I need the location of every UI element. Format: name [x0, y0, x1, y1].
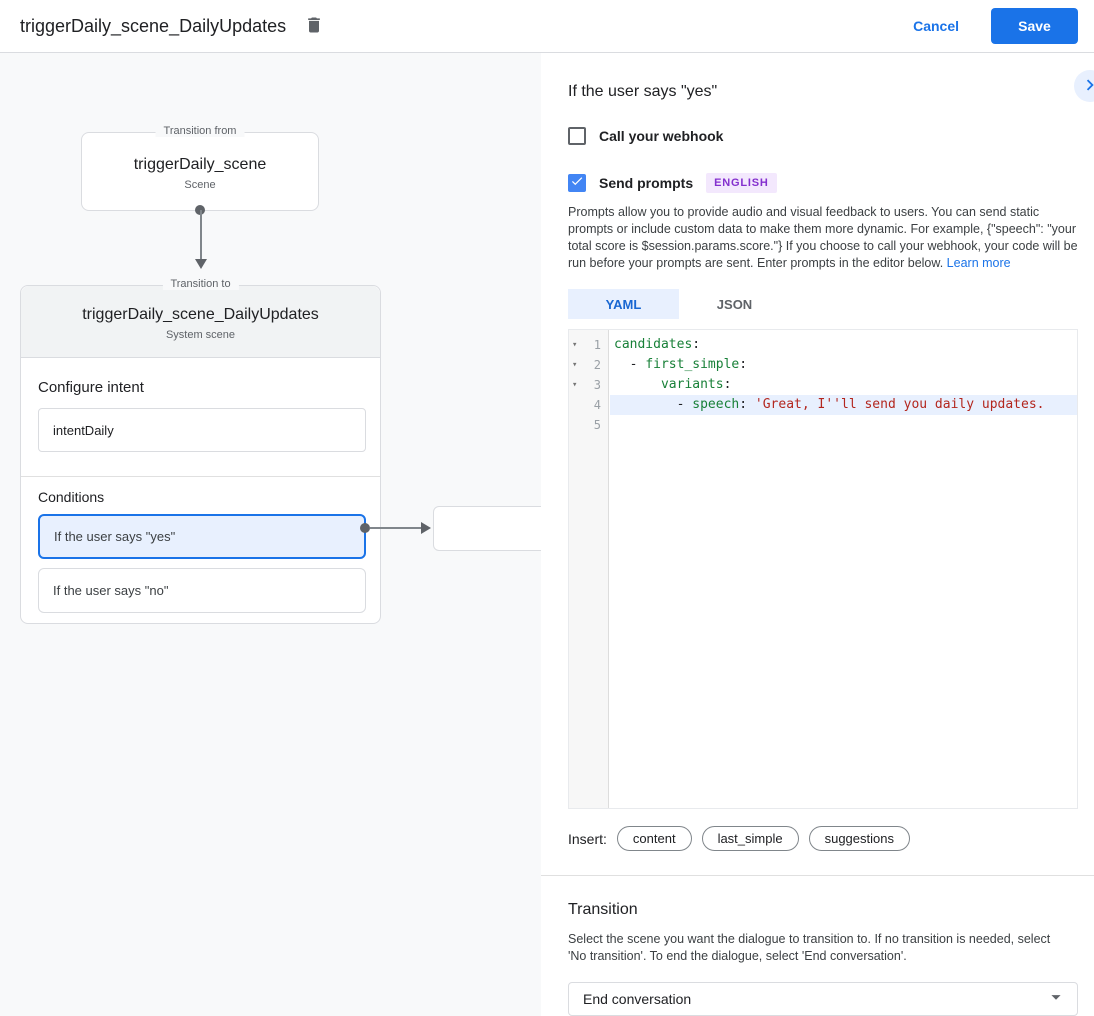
language-badge: ENGLISH [706, 173, 777, 193]
to-scene-header: triggerDaily_scene_DailyUpdates System s… [21, 286, 380, 358]
section-divider [541, 875, 1094, 876]
condition-title: If the user says "yes" [568, 83, 718, 100]
line-number: 4 [593, 398, 601, 412]
configure-intent-section: Configure intent intentDaily [21, 358, 380, 477]
delete-scene-button[interactable] [304, 15, 324, 38]
to-scene-name: triggerDaily_scene_DailyUpdates [82, 306, 319, 323]
conditions-section: Conditions If the user says "yes" If the… [21, 477, 380, 613]
send-prompts-checkbox[interactable] [568, 174, 586, 192]
arrowhead-right-icon [421, 522, 431, 534]
line-number: 1 [593, 338, 601, 352]
fold-icon[interactable]: ▾ [572, 360, 578, 370]
connector-line-vertical [200, 210, 202, 260]
code-line-active: 4 - speech: 'Great, I''ll send you daily… [569, 395, 1077, 415]
transition-from-legend: Transition from [155, 125, 245, 137]
line-number: 3 [593, 378, 601, 392]
transition-dropdown-value: End conversation [583, 991, 692, 1007]
send-prompts-label: Send prompts [599, 175, 694, 191]
insert-chip-content[interactable]: content [616, 826, 692, 851]
arrowhead-down-icon [195, 259, 207, 269]
editor-format-tabs: YAML JSON [568, 289, 1078, 319]
editor-gutter [569, 330, 609, 808]
configure-intent-label: Configure intent [38, 379, 144, 396]
page-title: triggerDaily_scene_DailyUpdates [20, 15, 287, 36]
checkmark-icon [570, 174, 584, 193]
transition-from-box[interactable]: Transition from triggerDaily_scene Scene [81, 125, 319, 211]
tab-json[interactable]: JSON [716, 296, 753, 312]
transition-title: Transition [568, 901, 638, 918]
insert-chip-last-simple[interactable]: last_simple [701, 826, 799, 851]
prompt-code-editor[interactable]: ▾1 candidates: ▾2 - first_simple: ▾3 var… [568, 329, 1078, 809]
fold-icon[interactable]: ▾ [572, 380, 578, 390]
condition-editor-panel: If the user says "yes" Call your webhook… [541, 53, 1094, 1016]
learn-more-link[interactable]: Learn more [946, 256, 1011, 270]
condition-target-box[interactable] [433, 506, 541, 551]
save-button[interactable]: Save [991, 8, 1078, 44]
transition-to-card[interactable]: Transition to triggerDaily_scene_DailyUp… [20, 278, 381, 624]
insert-row: Insert: content last_simple suggestions [568, 826, 1078, 851]
prompts-description-text: Prompts allow you to provide audio and v… [568, 205, 1078, 270]
dropdown-arrow-icon [1045, 986, 1067, 1013]
cancel-button[interactable]: Cancel [913, 18, 959, 34]
transition-description: Select the scene you want the dialogue t… [568, 932, 1051, 963]
insert-chip-suggestions[interactable]: suggestions [808, 826, 910, 851]
conditions-label: Conditions [38, 489, 105, 505]
collapse-panel-button[interactable] [1074, 70, 1094, 102]
code-line: 5 [569, 415, 1077, 435]
chevron-right-icon [1079, 74, 1094, 99]
condition-item-no[interactable]: If the user says "no" [38, 568, 366, 613]
send-prompts-row: Send prompts ENGLISH [568, 173, 1078, 193]
connector-dot-right [360, 523, 370, 533]
code-line: ▾3 variants: [569, 375, 1077, 395]
webhook-checkbox[interactable] [568, 127, 586, 145]
insert-label: Insert: [568, 830, 607, 847]
top-bar: triggerDaily_scene_DailyUpdates Cancel S… [0, 0, 1094, 53]
trash-icon [304, 15, 324, 38]
prompts-description: Prompts allow you to provide audio and v… [568, 204, 1078, 272]
from-scene-name: triggerDaily_scene [133, 156, 267, 173]
fold-icon[interactable]: ▾ [572, 340, 578, 350]
to-scene-type: System scene [165, 329, 236, 341]
webhook-label: Call your webhook [599, 128, 724, 144]
code-line: ▾1 candidates: [569, 335, 1077, 355]
webhook-row: Call your webhook [568, 127, 1078, 145]
connector-line-horizontal [370, 527, 421, 529]
transition-to-legend: Transition to [162, 278, 239, 290]
transition-dropdown[interactable]: End conversation [568, 982, 1078, 1016]
line-number: 5 [593, 418, 601, 432]
condition-item-yes[interactable]: If the user says "yes" [38, 514, 366, 559]
scene-flow-canvas: Transition from triggerDaily_scene Scene… [0, 53, 541, 1016]
from-scene-type: Scene [184, 179, 216, 191]
line-number: 2 [593, 358, 601, 372]
tab-yaml[interactable]: YAML [568, 289, 679, 319]
code-line: ▾2 - first_simple: [569, 355, 1077, 375]
intent-input[interactable]: intentDaily [38, 408, 366, 452]
